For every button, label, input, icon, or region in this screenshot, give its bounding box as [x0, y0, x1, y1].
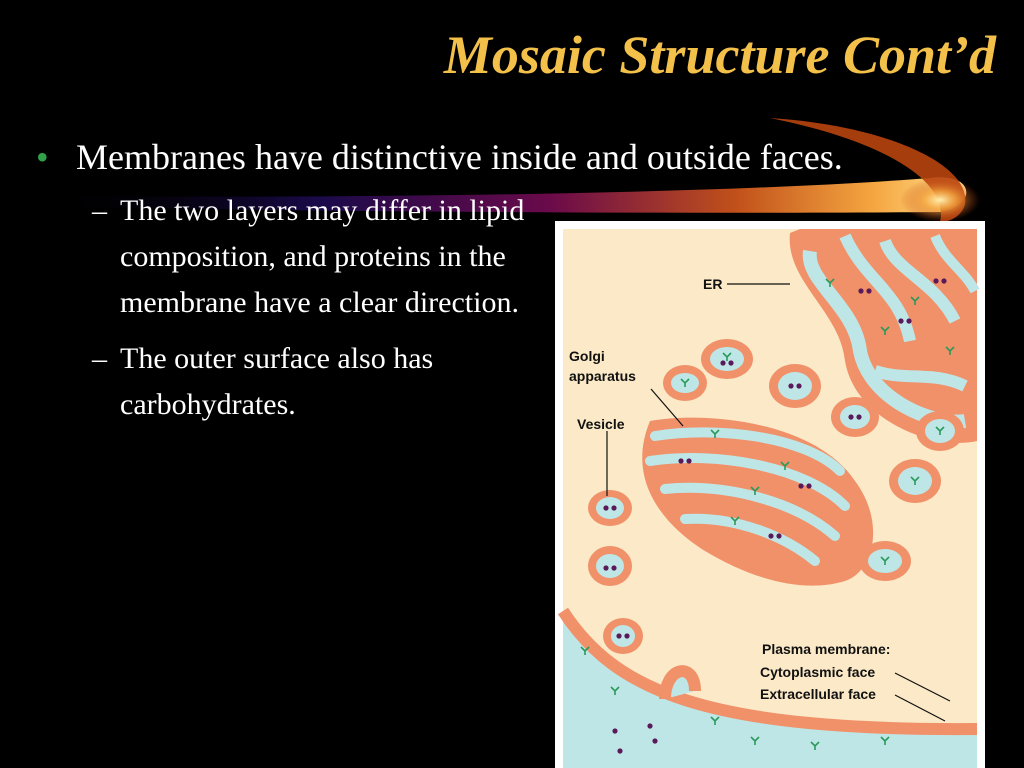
sub-bullet-item: – The outer surface also has carbohydrat… [92, 336, 562, 428]
sub-bullet-text: The outer surface also has carbohydrates… [120, 342, 434, 421]
golgi-stack [642, 417, 874, 586]
golgi-label-line1: Golgi [569, 348, 605, 364]
golgi-label-line2: apparatus [569, 368, 636, 384]
plasma-membrane-label: Plasma membrane: [762, 641, 890, 657]
plasma-membrane [557, 607, 978, 768]
leader-lines [606, 283, 951, 722]
slide-title: Mosaic Structure Cont’d [443, 25, 996, 85]
sub-bullet-list: – The two layers may differ in lipid com… [92, 188, 562, 428]
bullet-item: • Membranes have distinctive inside and … [36, 134, 956, 180]
bullet-dot-icon: • [36, 137, 49, 177]
vesicles [588, 339, 964, 654]
dash-icon: – [92, 342, 107, 375]
vesicle-label: Vesicle [577, 416, 625, 432]
cytoplasmic-face-label: Cytoplasmic face [760, 664, 875, 680]
sub-bullet-text: The two layers may differ in lipid compo… [120, 194, 525, 319]
membrane-diagram: ER Golgi apparatus Vesicle Plasma membra… [555, 221, 985, 768]
er-label: ER [703, 276, 722, 292]
er-structure [789, 229, 980, 443]
dash-icon: – [92, 194, 107, 227]
bullet-list: • Membranes have distinctive inside and … [36, 134, 956, 438]
bullet-text: Membranes have distinctive inside and ou… [76, 137, 843, 177]
extracellular-face-label: Extracellular face [760, 686, 876, 702]
sub-bullet-item: – The two layers may differ in lipid com… [92, 188, 562, 326]
